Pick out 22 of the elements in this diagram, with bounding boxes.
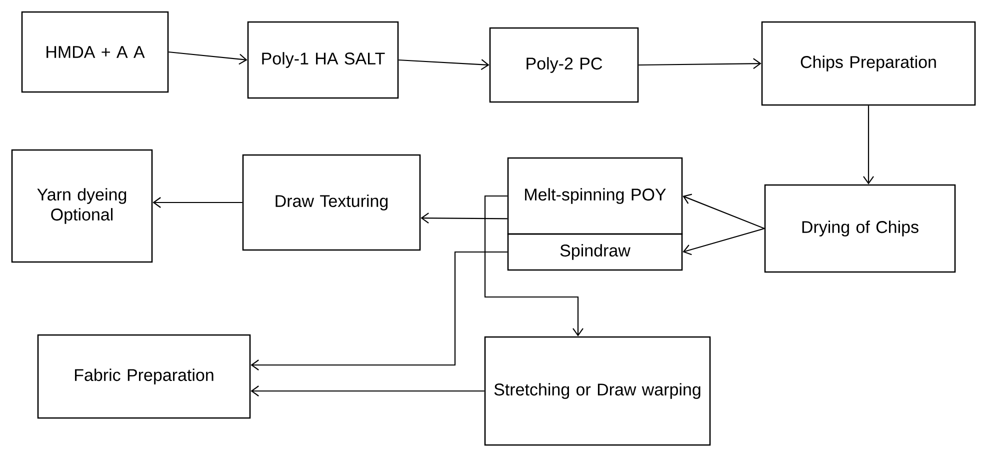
arrow bbox=[152, 197, 242, 208]
arrow bbox=[420, 212, 508, 224]
arrow bbox=[682, 194, 765, 230]
arrow bbox=[638, 58, 762, 70]
arrow bbox=[398, 59, 490, 70]
process-box: Spindraw bbox=[507, 233, 683, 271]
process-box: Yarn dyeing Optional bbox=[11, 149, 153, 263]
arrow bbox=[484, 195, 584, 336]
process-box: Poly-2 PC bbox=[489, 27, 639, 103]
process-box: HMDA + A A bbox=[21, 11, 169, 93]
arrow bbox=[168, 51, 248, 65]
process-box: Melt-spinning POY bbox=[507, 157, 683, 235]
process-box: Stretching or Draw warping bbox=[484, 336, 711, 446]
arrow bbox=[682, 228, 765, 256]
process-box: Poly-1 HA SALT bbox=[247, 21, 399, 99]
process-box: Chips Preparation bbox=[761, 21, 976, 106]
arrow bbox=[250, 251, 508, 370]
process-box: Fabric Preparation bbox=[37, 334, 251, 419]
process-box: Drying of Chips bbox=[764, 184, 956, 273]
process-box: Draw Texturing bbox=[242, 154, 421, 251]
arrow bbox=[863, 106, 874, 184]
arrow bbox=[250, 386, 484, 396]
